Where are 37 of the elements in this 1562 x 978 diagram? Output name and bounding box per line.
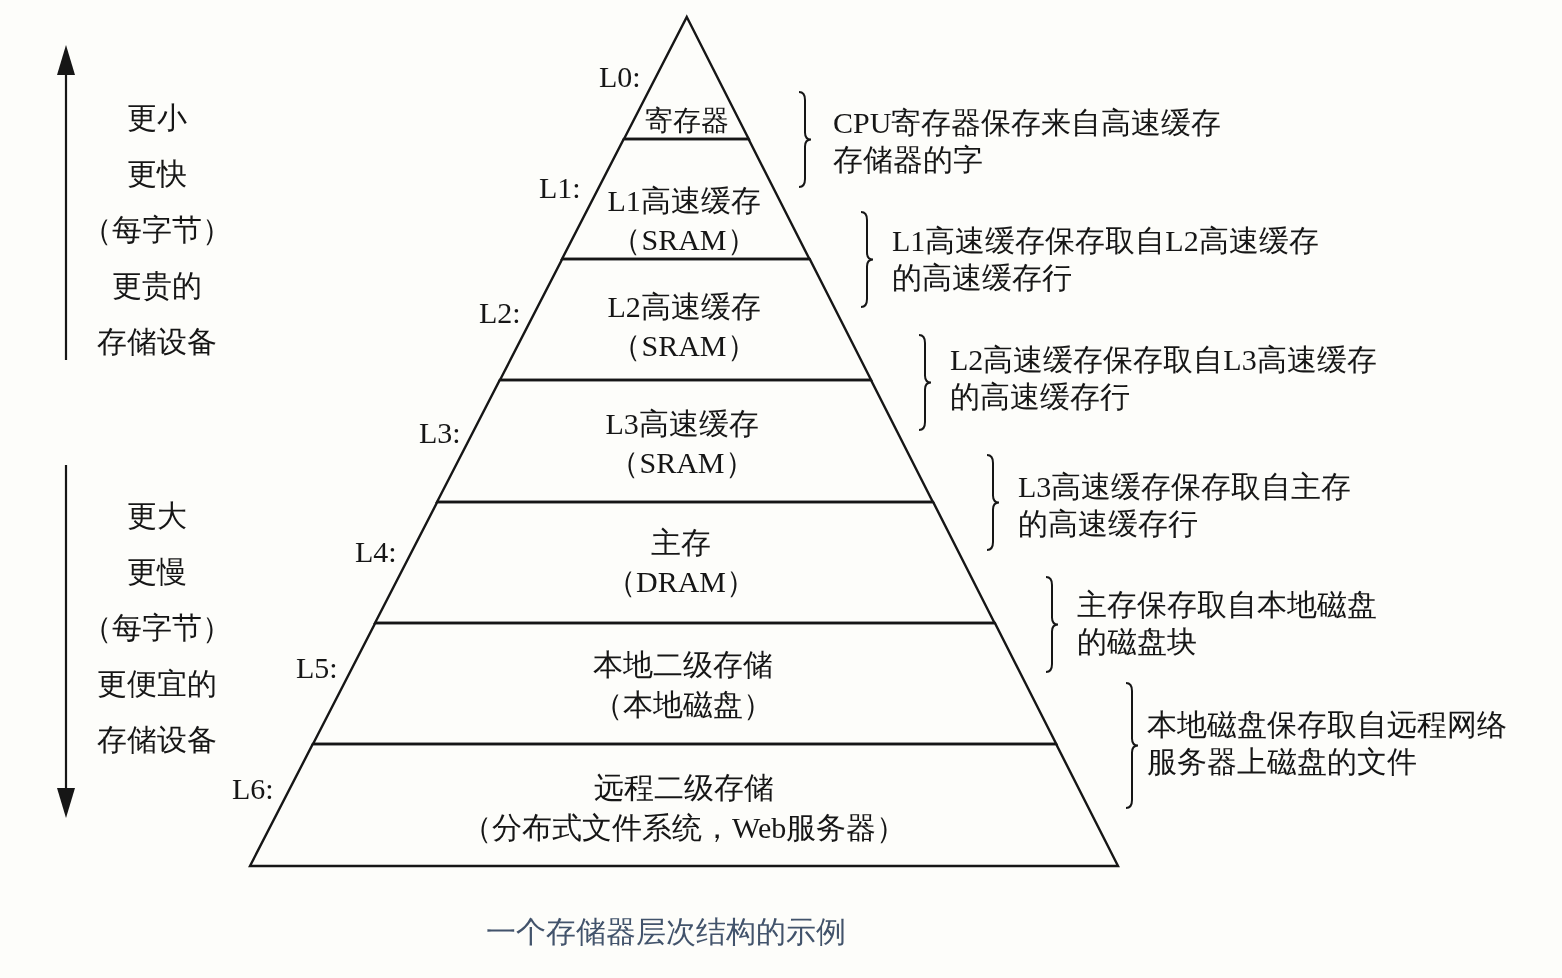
layer-subtitle: （SRAM） (611, 222, 757, 258)
layer-title: 寄存器 (645, 104, 729, 138)
layer-title: L1高速缓存 (607, 183, 761, 219)
side-note: 存储设备 (97, 722, 217, 758)
level-label: L6: (232, 771, 274, 807)
brace-note: 主存保存取自本地磁盘的磁盘块 (1077, 587, 1378, 660)
layer-title: L3高速缓存 (605, 406, 759, 442)
level-label: L0: (599, 59, 641, 95)
layer-title: 主存 (651, 525, 711, 561)
level-label: L4: (355, 534, 397, 570)
level-label: L3: (419, 415, 461, 451)
layer-subtitle: （SRAM） (609, 445, 755, 481)
side-note: 存储设备 (97, 324, 217, 360)
side-note: 更便宜的 (97, 666, 217, 702)
layer-title: 本地二级存储 (593, 647, 773, 683)
brace-note: CPU寄存器保存来自高速缓存存储器的字 (833, 105, 1223, 178)
side-note: 更大 (127, 498, 187, 534)
layer-subtitle: （DRAM） (606, 564, 756, 600)
caption: 一个存储器层次结构的示例 (486, 914, 846, 950)
brace-note: L1高速缓存保存取自L2高速缓存的高速缓存行 (892, 223, 1320, 296)
brace-note: 本地磁盘保存取自远程网络服务器上磁盘的文件 (1147, 707, 1508, 780)
level-label: L5: (296, 650, 338, 686)
layer-subtitle: （SRAM） (611, 328, 757, 364)
level-label: L1: (539, 170, 581, 206)
layer-title: L2高速缓存 (607, 289, 761, 325)
brace-note: L2高速缓存保存取自L3高速缓存的高速缓存行 (950, 342, 1378, 415)
side-note: （每字节） (82, 212, 232, 248)
layer-subtitle: （分布式文件系统，Web服务器） (462, 810, 907, 846)
side-note: （每字节） (82, 610, 232, 646)
level-label: L2: (479, 295, 521, 331)
layer-title: 远程二级存储 (594, 770, 774, 806)
layer-subtitle: （本地磁盘） (593, 687, 773, 723)
side-note: 更贵的 (112, 268, 202, 304)
side-note: 更快 (127, 156, 187, 192)
side-note: 更小 (127, 100, 187, 136)
brace-note: L3高速缓存保存取自主存的高速缓存行 (1018, 469, 1353, 542)
side-note: 更慢 (127, 554, 187, 590)
